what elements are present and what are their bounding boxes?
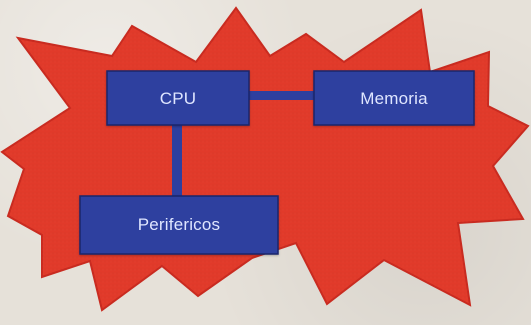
node-cpu: CPU xyxy=(106,70,250,126)
node-cpu-label: CPU xyxy=(160,89,197,108)
connector-cpu-memoria xyxy=(249,91,315,100)
connector-cpu-perifericos xyxy=(172,124,182,197)
node-memoria-label: Memoria xyxy=(360,89,428,108)
node-perifericos-label: Perifericos xyxy=(138,215,221,234)
node-perifericos: Perifericos xyxy=(79,195,279,255)
node-memoria: Memoria xyxy=(313,70,475,126)
